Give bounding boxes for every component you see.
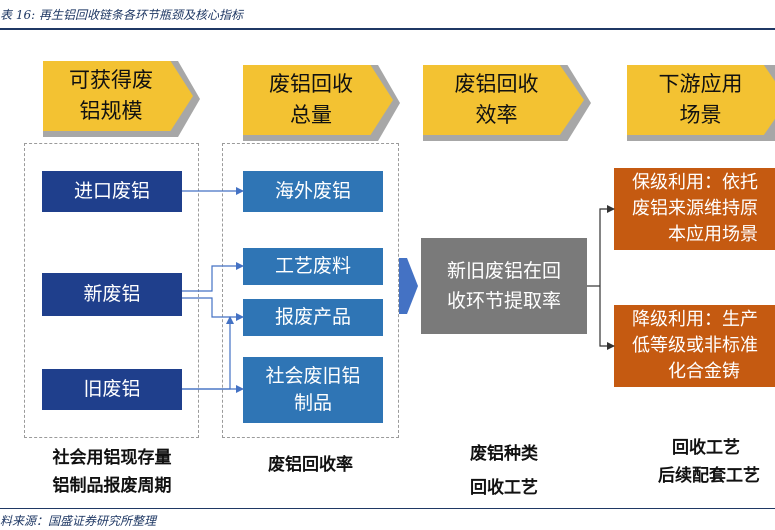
- header-label: 总量: [290, 103, 332, 127]
- source-to-total-arrows: [182, 187, 244, 393]
- to-same-grade-arrow: [599, 205, 615, 286]
- old-to-scrapped-arrow: [182, 316, 234, 390]
- recycled-total-group: [222, 143, 399, 438]
- header-label: 废铝回收: [269, 72, 353, 96]
- recovery-process-label: 回收工艺: [672, 438, 740, 458]
- scrap-cycle-label: 铝制品报废周期: [52, 476, 172, 496]
- same-grade-label: 废铝来源维持原: [632, 198, 758, 219]
- extraction-rate-label: 新旧废铝在回: [446, 260, 561, 282]
- same-grade-use-box: 保级利用：依托废铝来源维持原本应用场景: [614, 168, 775, 250]
- extraction-rate-box: 新旧废铝在回收环节提取率: [421, 238, 587, 334]
- bottom-label-col2: 废铝回收率: [222, 451, 399, 479]
- scrapped-products-box: 报废产品: [243, 299, 383, 336]
- overseas-scrap-box: 海外废铝: [243, 171, 383, 212]
- recovery-process-label: 回收工艺: [470, 478, 538, 498]
- social-scrap-label: 社会废旧铝: [265, 365, 361, 387]
- process-scrap-label: 工艺废料: [274, 255, 351, 277]
- bottom-label-col4: 回收工艺后续配套工艺: [630, 434, 775, 490]
- same-grade-label: 保级利用：依托: [632, 172, 758, 193]
- follow-up-process-label: 后续配套工艺: [658, 466, 760, 486]
- new-to-process-arrow: [182, 262, 244, 292]
- bottom-label-col1: 社会用铝现存量铝制品报废周期: [20, 444, 204, 500]
- same-grade-label: 本应用场景: [668, 224, 758, 245]
- extraction-rate-label: 收环节提取率: [446, 290, 561, 312]
- figure-caption: 表 16: 再生铝回收链条各环节瓶颈及核心指标: [0, 8, 243, 22]
- group-to-efficiency-arrow: [399, 258, 418, 314]
- import-scrap-label: 进口废铝: [73, 180, 150, 202]
- bottom-rule: [0, 508, 775, 509]
- social-stock-label: 社会用铝现存量: [52, 448, 172, 468]
- header-chevron-downstream-applications: 下游应用场景: [627, 65, 775, 141]
- new-to-scrapped-arrow: [182, 297, 244, 321]
- downgrade-use-box: 降级利用：生产低等级或非标准化合金铸: [614, 305, 775, 387]
- import-scrap-box: 进口废铝: [42, 171, 182, 212]
- top-rule: [0, 28, 775, 30]
- scrap-type-label: 废铝种类: [470, 444, 538, 464]
- header-label: 可获得废: [69, 68, 153, 92]
- header-label: 效率: [475, 103, 518, 127]
- efficiency-to-applications-arrows: [587, 205, 615, 350]
- header-label: 铝规模: [79, 99, 143, 123]
- old-scrap-label: 旧废铝: [83, 378, 141, 400]
- to-downgrade-arrow: [599, 286, 615, 350]
- downgrade-label: 化合金铸: [668, 361, 740, 382]
- new-scrap-box: 新废铝: [42, 273, 182, 316]
- header-chevron-recycling-efficiency: 废铝回收效率: [423, 65, 591, 141]
- downgrade-label: 降级利用：生产: [632, 309, 758, 330]
- header-label: 废铝回收: [454, 72, 539, 96]
- header-label: 场景: [679, 103, 722, 127]
- new-scrap-label: 新废铝: [83, 283, 141, 305]
- social-scrap-label: 制品: [293, 392, 332, 414]
- scrapped-products-label: 报废产品: [274, 306, 351, 328]
- header-chevron-recycled-total: 废铝回收总量: [243, 65, 400, 141]
- header-chevron-available-scrap: 可获得废铝规模: [43, 61, 200, 137]
- recovery-rate-label: 废铝回收率: [268, 455, 353, 475]
- header-label: 下游应用: [658, 72, 743, 96]
- social-scrap-products-box: 社会废旧铝制品: [243, 357, 383, 423]
- bottom-label-col3: 废铝种类回收工艺: [421, 440, 587, 502]
- old-scrap-box: 旧废铝: [42, 369, 182, 410]
- overseas-scrap-label: 海外废铝: [274, 180, 351, 202]
- source-note: 料来源：国盛证券研究所整理: [0, 514, 157, 528]
- process-scrap-box: 工艺废料: [243, 248, 383, 285]
- downgrade-label: 低等级或非标准: [632, 335, 758, 356]
